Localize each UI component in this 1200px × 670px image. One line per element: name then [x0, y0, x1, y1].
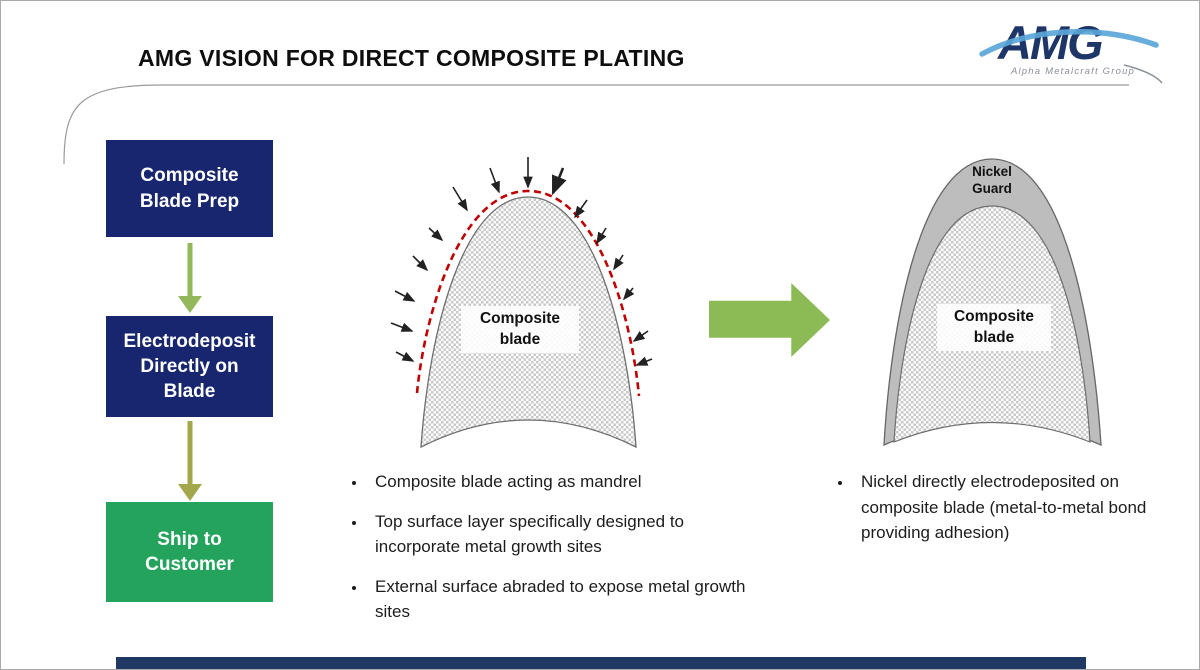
footer-accent-bar — [116, 657, 1086, 669]
amg-logo-graphic: AMG Alpha Metalcraft Group — [979, 16, 1163, 84]
logo-tagline: Alpha Metalcraft Group — [1010, 66, 1135, 77]
flow-down-arrow-icon-2 — [178, 421, 202, 501]
list-item: Top surface layer specifically designed … — [367, 509, 751, 560]
logo-swoosh-tail — [1123, 64, 1163, 84]
flow-step-electrodeposit: Electrodeposit Directly on Blade — [106, 316, 273, 417]
page-title: AMG VISION FOR DIRECT COMPOSITE PLATING — [138, 45, 685, 71]
flow-step-composite-blade-prep: Composite Blade Prep — [106, 140, 273, 237]
decorative-curve-line — [63, 84, 1129, 165]
blade-diagram-after — [883, 158, 1102, 447]
before-bullet-list: Composite blade acting as mandrel Top su… — [341, 469, 751, 639]
composite-blade-label-after: Composite blade — [937, 304, 1051, 351]
after-bullet-list: Nickel directly electrodeposited on comp… — [827, 469, 1149, 560]
list-item: Composite blade acting as mandrel — [367, 469, 751, 495]
list-item: Nickel directly electrodeposited on comp… — [853, 469, 1149, 546]
blade-diagram-before — [390, 157, 653, 449]
deposition-arrow-icons — [390, 157, 653, 366]
list-item: External surface abraded to expose metal… — [367, 574, 751, 625]
nickel-guard-label: Nickel Guard — [972, 164, 1012, 196]
flow-down-arrow-icon-1 — [178, 243, 202, 313]
logo-swoosh-icon — [979, 29, 1159, 57]
abraded-surface-dashed-outline — [415, 189, 641, 397]
flow-step-ship-to-customer: Ship to Customer — [106, 502, 273, 602]
composite-blade-label-before: Composite blade — [461, 306, 579, 353]
amg-logo: AMG Alpha Metalcraft Group — [976, 7, 1171, 85]
